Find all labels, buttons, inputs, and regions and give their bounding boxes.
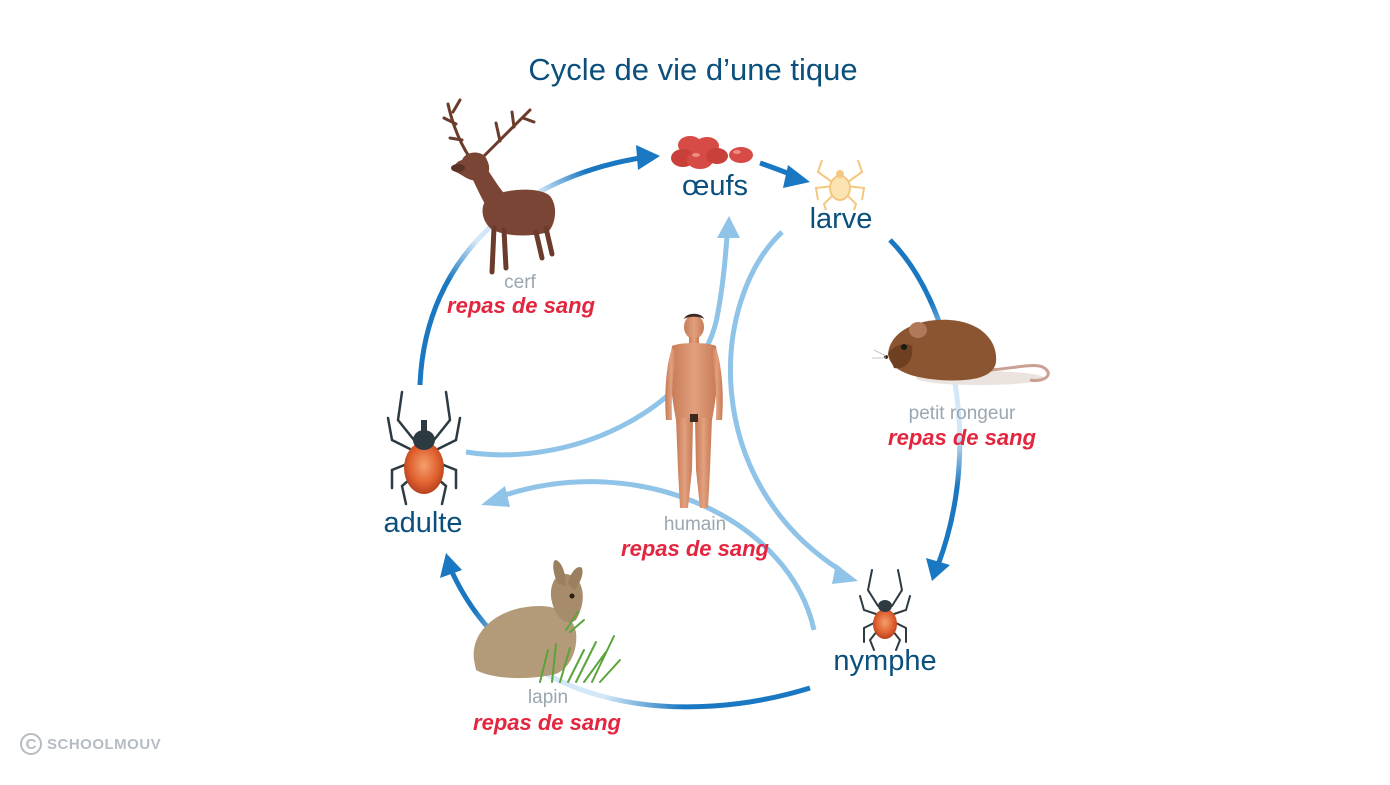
meal-label-rabbit: repas de sang [473, 710, 621, 735]
arrow-head-eggs [636, 145, 660, 170]
arrow-head-nymph [926, 558, 950, 581]
arrow-head-human-adult [481, 486, 510, 507]
larva-illustration [814, 159, 866, 211]
copyright-icon: C [20, 733, 42, 755]
stage-label-eggs: œufs [681, 170, 749, 202]
nymph-tick-illustration [859, 569, 911, 651]
stage-label-adult: adulte [383, 507, 463, 539]
meal-label-rodent: repas de sang [888, 425, 1036, 450]
arrow-head-adult [440, 553, 462, 578]
meal-label-human: repas de sang [621, 536, 769, 561]
host-label-rodent: petit rongeur [908, 403, 1016, 424]
rodent-illustration [872, 319, 1050, 385]
host-label-deer: cerf [504, 272, 536, 293]
arrow-head-larva [783, 165, 810, 188]
host-label-rabbit: lapin [527, 687, 569, 708]
arc-human-larva-to-nymph [728, 230, 842, 573]
brand-watermark: C SCHOOLMOUV [20, 733, 161, 755]
arc-adult-to-eggs [417, 155, 641, 386]
meal-label-deer: repas de sang [447, 293, 595, 318]
arc-nymph-to-adult [449, 570, 811, 710]
adult-tick-illustration [386, 390, 462, 506]
human-illustration [665, 313, 723, 508]
stage-label-nymph: nymphe [833, 645, 937, 677]
stage-label-larva: larve [809, 203, 873, 235]
rabbit-illustration [473, 560, 621, 683]
arrow-head-human-nymph [832, 564, 858, 584]
arrow-head-human-eggs [717, 216, 740, 238]
deer-illustration [442, 98, 556, 275]
eggs-illustration [671, 136, 753, 169]
host-label-human: humain [663, 514, 727, 535]
brand-name: SCHOOLMOUV [47, 735, 162, 753]
diagram-title: Cycle de vie d’une tique [528, 52, 858, 87]
